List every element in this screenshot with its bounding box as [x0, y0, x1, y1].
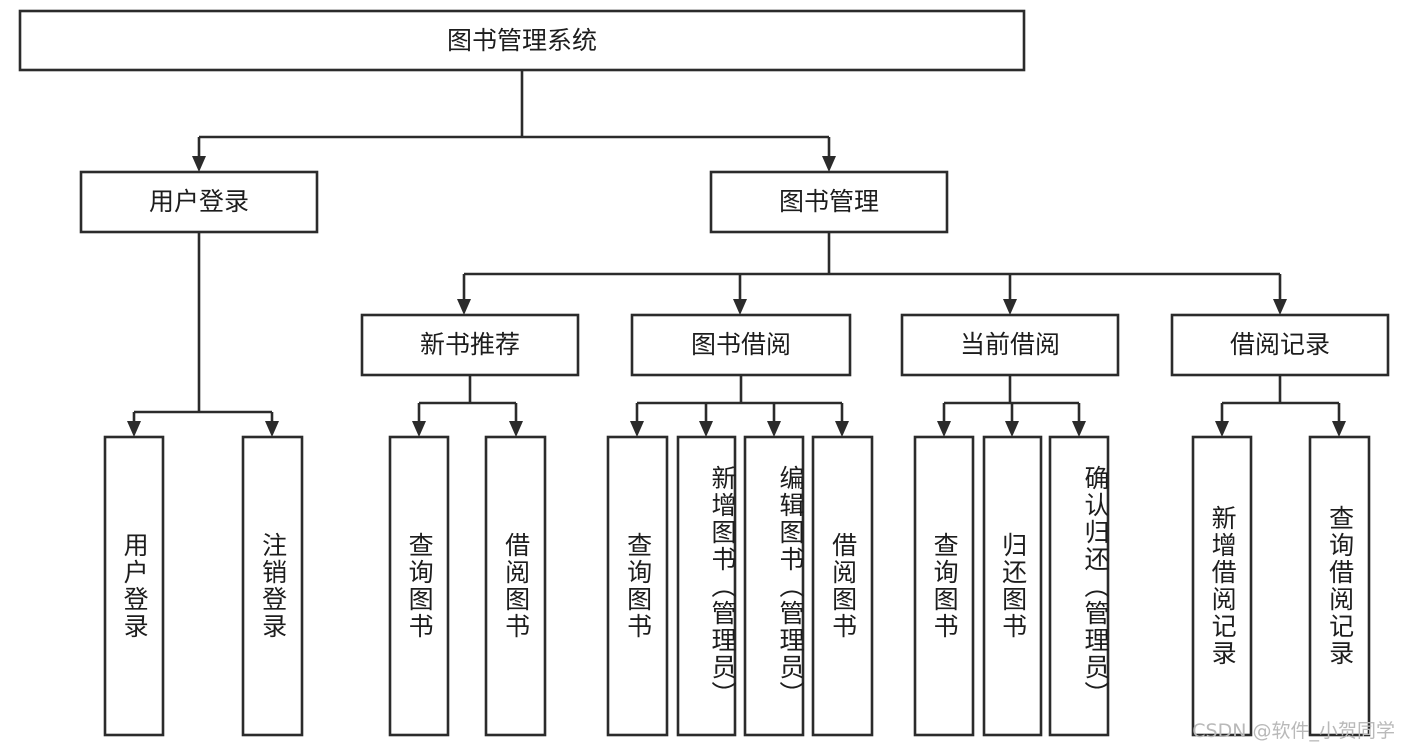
node-current-borrow-box[interactable] [900, 313, 1120, 377]
leaf-box-2[interactable] [241, 435, 304, 737]
leaf-box-11[interactable] [1048, 435, 1110, 737]
node-book-mgmt-label: 图书管理 [779, 187, 879, 216]
node-borrow-record-label: 借阅记录 [1230, 330, 1330, 359]
leaf-box-12[interactable] [1191, 435, 1253, 737]
connector-group-current-borrow [937, 375, 1086, 437]
connector-group-user-login [127, 232, 279, 437]
arrowhead-leaf-1 [127, 421, 141, 437]
arrowhead-new-book-rec [457, 299, 471, 315]
leaf-box-6[interactable] [676, 435, 737, 737]
leaf-box-9[interactable] [913, 435, 975, 737]
arrowhead-leaf-8 [835, 421, 849, 437]
connector-group-new-book-rec [412, 375, 523, 437]
node-root-label: 图书管理系统 [447, 26, 597, 55]
arrowhead-leaf-12 [1215, 421, 1229, 437]
arrowhead-book-borrow [733, 299, 747, 315]
node-user-login-label: 用户登录 [149, 187, 249, 216]
node-new-book-rec-label: 新书推荐 [420, 330, 520, 359]
arrowhead-leaf-3 [412, 421, 426, 437]
node-current-borrow[interactable]: 当前借阅 [900, 313, 1120, 377]
arrowhead-leaf-6 [699, 421, 713, 437]
leaf-box-5[interactable] [606, 435, 669, 737]
arrowhead-user-login [192, 156, 206, 172]
node-book-mgmt-box[interactable] [709, 170, 949, 234]
node-root-box[interactable] [18, 9, 1026, 72]
node-book-mgmt[interactable]: 图书管理 [709, 170, 949, 234]
arrowhead-leaf-9 [937, 421, 951, 437]
node-borrow-record[interactable]: 借阅记录 [1170, 313, 1390, 377]
leaf-box-13[interactable] [1308, 435, 1371, 737]
node-new-book-rec-box[interactable] [360, 313, 580, 377]
csdn-watermark: CSDN @软件_小贺同学 [1192, 720, 1395, 742]
node-user-login[interactable]: 用户登录 [79, 170, 319, 234]
node-root[interactable]: 图书管理系统 [18, 9, 1026, 72]
arrowhead-leaf-4 [509, 421, 523, 437]
leaf-box-4[interactable] [484, 435, 547, 737]
arrowhead-current-borrow [1003, 299, 1017, 315]
arrowhead-leaf-13 [1332, 421, 1346, 437]
arrowhead-leaf-5 [630, 421, 644, 437]
node-book-borrow-label: 图书借阅 [691, 330, 791, 359]
arrowhead-borrow-record [1273, 299, 1287, 315]
node-new-book-rec[interactable]: 新书推荐 [360, 313, 580, 377]
node-current-borrow-label: 当前借阅 [960, 330, 1060, 359]
connector-group-borrow-record [1215, 375, 1346, 437]
leaf-box-1[interactable] [103, 435, 165, 737]
node-book-borrow-box[interactable] [630, 313, 852, 377]
leaf-box-7[interactable] [743, 435, 805, 737]
leaf-box-10[interactable] [982, 435, 1043, 737]
arrowhead-leaf-2 [265, 421, 279, 437]
leaf-box-3[interactable] [388, 435, 450, 737]
connector-group-root [192, 70, 836, 172]
node-user-login-box[interactable] [79, 170, 319, 234]
arrowhead-leaf-7 [767, 421, 781, 437]
arrowhead-book-mgmt [822, 156, 836, 172]
arrowhead-leaf-11 [1072, 421, 1086, 437]
node-borrow-record-box[interactable] [1170, 313, 1390, 377]
connector-group-book-mgmt [457, 232, 1287, 315]
connector-group-book-borrow [630, 375, 849, 437]
node-book-borrow[interactable]: 图书借阅 [630, 313, 852, 377]
arrowhead-leaf-10 [1005, 421, 1019, 437]
leaf-box-8[interactable] [811, 435, 874, 737]
